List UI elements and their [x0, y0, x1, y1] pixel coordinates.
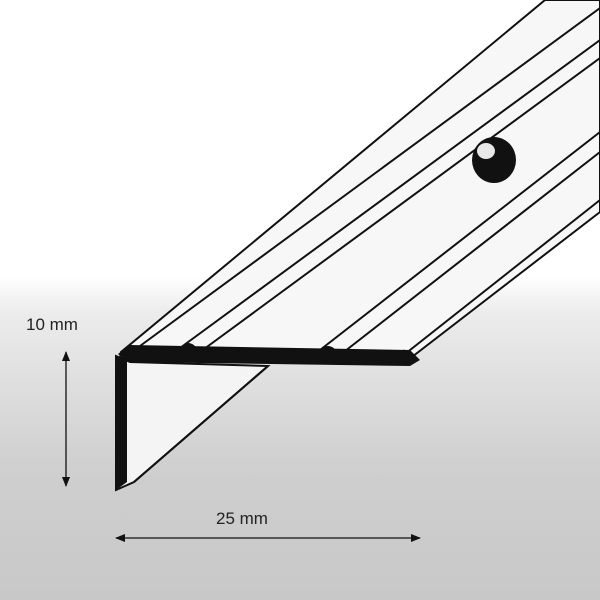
tread-grooves	[139, 7, 600, 356]
front-edge	[118, 345, 420, 366]
flange-back-edge	[133, 365, 269, 483]
nose-flange-thickness	[116, 356, 127, 490]
width-dimension-label: 25 mm	[216, 509, 268, 528]
height-dimension-label: 10 mm	[26, 315, 78, 334]
screw-hole-icon	[472, 137, 516, 183]
